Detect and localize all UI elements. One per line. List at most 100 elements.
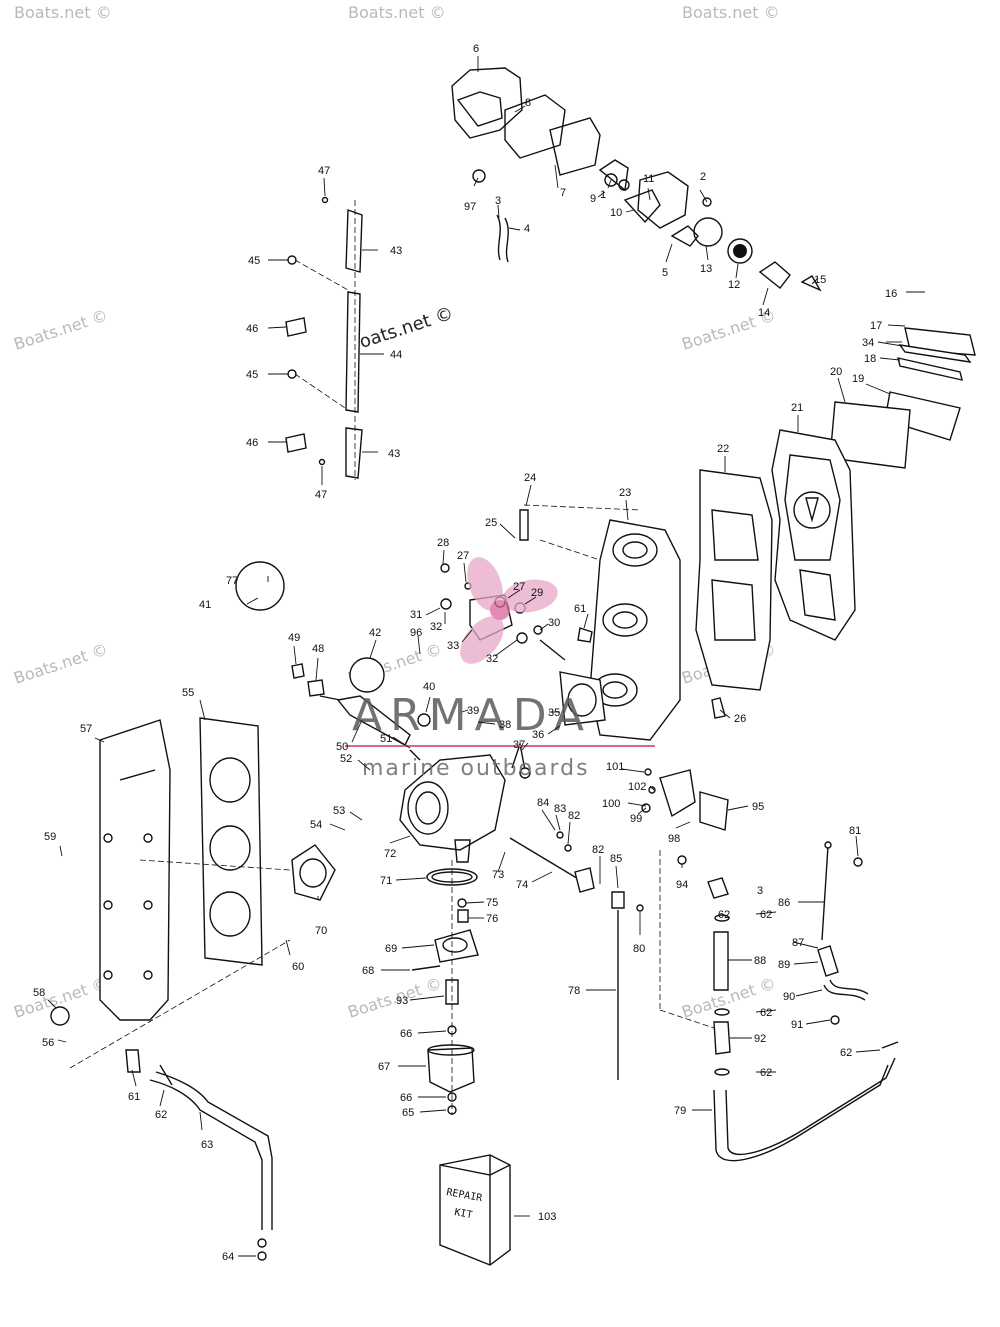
watermark-text: Boats.net ©	[11, 640, 110, 688]
callout-number: 62	[718, 909, 730, 921]
callout-number: 67	[378, 1061, 390, 1073]
intake-manifold	[519, 504, 726, 741]
callout-number: 82	[568, 810, 580, 822]
callout-number: 28	[437, 537, 449, 549]
callout-number: 40	[423, 681, 435, 693]
callout-number: 102	[628, 781, 646, 793]
callout-number: 59	[44, 831, 56, 843]
callout-number: 12	[728, 279, 740, 291]
callout-number: 10	[610, 207, 622, 219]
callout-number: 1	[600, 189, 606, 201]
callout-number: 46	[246, 323, 258, 335]
callout-number: 55	[182, 687, 194, 699]
armada-brand-subtitle: marine outboards	[362, 756, 590, 781]
callout-number: 9	[590, 193, 596, 205]
callout-number: 39	[467, 705, 479, 717]
callout-number: 31	[410, 609, 422, 621]
callout-number: 13	[700, 263, 712, 275]
callout-number: 79	[674, 1105, 686, 1117]
callout-number: 50	[336, 741, 348, 753]
callout-number: 8	[525, 97, 531, 109]
callout-number: 16	[885, 288, 897, 300]
callout-number: 66	[400, 1092, 412, 1104]
throttle-linkage	[285, 196, 363, 480]
callout-number: 73	[492, 869, 504, 881]
callout-number: 62	[760, 909, 772, 921]
callout-number: 81	[849, 825, 861, 837]
callout-number: 69	[385, 943, 397, 955]
callout-number: 2	[700, 171, 706, 183]
callout-number: 70	[315, 925, 327, 937]
callout-number: 95	[752, 801, 764, 813]
callout-number: 27	[457, 550, 469, 562]
callout-number: 34	[862, 337, 874, 349]
callout-labels: 1 2 3 3 4 5 6 7 8 9 10 11 12 13 14 15 16…	[33, 43, 897, 1263]
callout-number: 15	[814, 274, 826, 286]
callout-number: 30	[548, 617, 560, 629]
callout-number: 32	[486, 653, 498, 665]
callout-number: 23	[619, 487, 631, 499]
carburetor-body	[235, 561, 606, 863]
callout-number: 75	[486, 897, 498, 909]
callout-number: 44	[390, 349, 402, 361]
callout-number: 33	[447, 640, 459, 652]
callout-number: 92	[754, 1033, 766, 1045]
callout-number: 24	[524, 472, 536, 484]
callout-number: 43	[388, 448, 400, 460]
float-bowl-group	[411, 860, 479, 1115]
callout-number: 85	[610, 853, 622, 865]
callout-number: 84	[537, 797, 549, 809]
callout-number: 22	[717, 443, 729, 455]
callout-number: 98	[668, 833, 680, 845]
callout-number: 76	[486, 913, 498, 925]
callout-number: 45	[248, 255, 260, 267]
callout-number: 63	[201, 1139, 213, 1151]
callout-number: 14	[758, 307, 770, 319]
callout-number: 54	[310, 819, 322, 831]
callout-number: 62	[760, 1067, 772, 1079]
callout-number: 62	[760, 1007, 772, 1019]
watermark-text: Boats.net ©	[682, 3, 780, 22]
top-carburetor-group	[451, 67, 822, 292]
callout-number: 78	[568, 985, 580, 997]
silencer-cover	[50, 717, 336, 1069]
callout-number: 68	[362, 965, 374, 977]
callout-number: 20	[830, 366, 842, 378]
callout-number: 83	[554, 803, 566, 815]
fuel-lines	[125, 841, 899, 1261]
callout-number: 97	[464, 201, 476, 213]
callout-number: 25	[485, 517, 497, 529]
callout-number: 74	[516, 879, 528, 891]
callout-number: 41	[199, 599, 211, 611]
callout-number: 56	[42, 1037, 54, 1049]
repair-kit-box: REPAIR KIT	[439, 1154, 511, 1266]
propeller-logo-icon	[460, 557, 558, 664]
callout-number: 101	[606, 761, 624, 773]
callout-number: 3	[757, 885, 763, 897]
callout-number: 93	[396, 995, 408, 1007]
callout-number: 18	[864, 353, 876, 365]
callout-number: 3	[495, 195, 501, 207]
callout-number: 48	[312, 643, 324, 655]
repair-kit-label-2: KIT	[453, 1207, 473, 1221]
callout-number: 51	[380, 733, 392, 745]
armada-logo-watermark: ARMADA marine outboards	[345, 557, 655, 781]
armada-brand-text: ARMADA	[352, 690, 592, 741]
callout-number: 96	[410, 627, 422, 639]
callout-number: 90	[783, 991, 795, 1003]
callout-number: 53	[333, 805, 345, 817]
callout-number: 72	[384, 848, 396, 860]
callout-number: 38	[499, 719, 511, 731]
callout-number: 87	[792, 937, 804, 949]
callout-number: 62	[840, 1047, 852, 1059]
leader-lines	[47, 56, 925, 1257]
callout-number: 19	[852, 373, 864, 385]
callout-number: 91	[791, 1019, 803, 1031]
callout-number: 46	[246, 437, 258, 449]
callout-number: 26	[734, 713, 746, 725]
callout-number: 88	[754, 955, 766, 967]
callout-number: 47	[318, 165, 330, 177]
callout-number: 61	[574, 603, 586, 615]
watermark-text: Boats.net ©	[348, 3, 446, 22]
watermark-text: Boats.net ©	[14, 3, 112, 22]
